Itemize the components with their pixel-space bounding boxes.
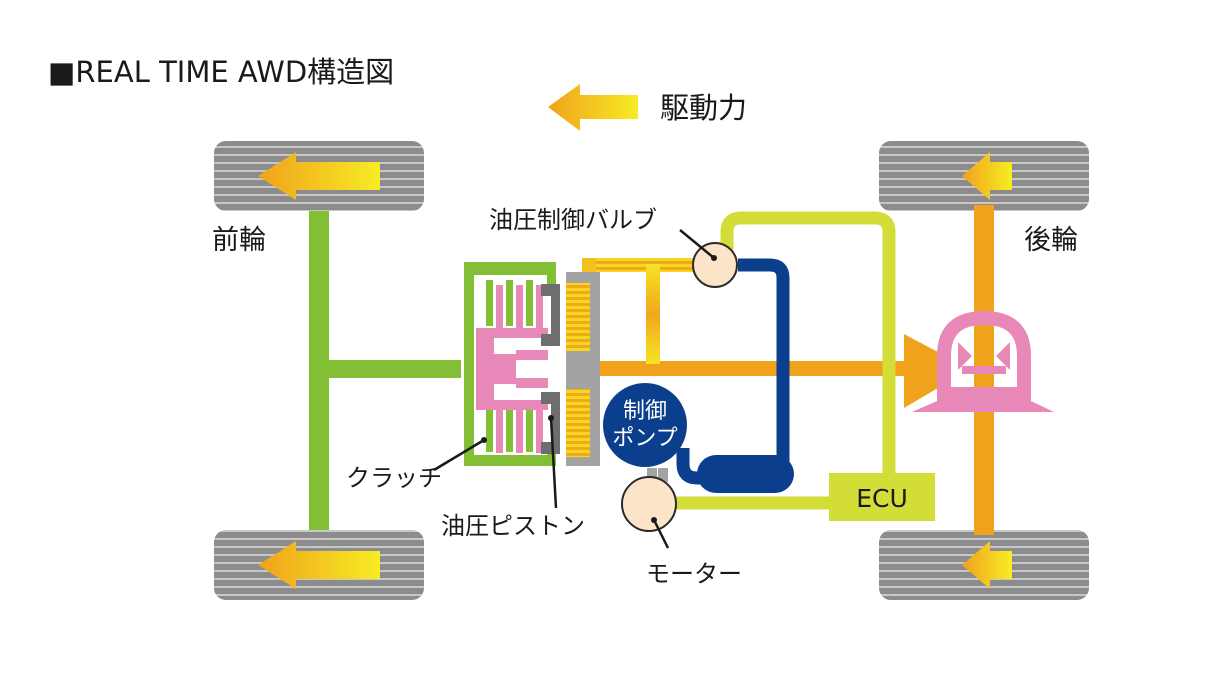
front-drivetrain <box>309 205 461 537</box>
control-pump: 制御 ポンプ <box>603 383 687 467</box>
hydraulic-lines <box>582 258 712 364</box>
rear-right-arrow-icon <box>962 541 1012 589</box>
clutch-hub <box>476 285 548 453</box>
legend-arrow-icon <box>548 84 638 131</box>
motor <box>621 476 677 549</box>
clutch-label: クラッチ <box>346 464 442 492</box>
legend-label: 駆動力 <box>660 91 747 125</box>
propeller-shaft <box>598 361 910 376</box>
front-left-arrow-icon <box>258 152 380 200</box>
rear-wheels-label: 後輪 <box>1024 225 1078 256</box>
drive-force-legend: 駆動力 <box>548 84 747 131</box>
motor-label: モーター <box>646 560 742 588</box>
front-right-wheel <box>214 530 424 600</box>
rear-left-arrow-icon <box>962 152 1012 200</box>
front-wheels-label: 前輪 <box>212 225 266 256</box>
piston-leader-line <box>549 417 558 509</box>
front-left-wheel <box>214 141 424 211</box>
ecu-unit: ECU <box>829 473 935 521</box>
front-right-arrow-icon <box>258 541 380 589</box>
ecu-wiring <box>669 211 896 510</box>
front-transfer-shaft <box>329 360 461 378</box>
page-title: ■REAL TIME AWD構造図 <box>48 55 394 89</box>
pump-label-line2: ポンプ <box>612 426 677 451</box>
pump-motor-link <box>647 468 657 482</box>
return-line <box>676 258 790 485</box>
valve-label: 油圧制御バルブ <box>489 206 657 234</box>
pump-label-line1: 制御 <box>623 399 667 424</box>
clutch-leader-line <box>433 438 485 472</box>
hydraulic-valve <box>679 229 738 288</box>
hydraulic-piston <box>541 272 600 466</box>
ecu-label: ECU <box>856 484 908 513</box>
rear-differential <box>912 310 1054 412</box>
piston-label: 油圧ピストン <box>441 512 585 540</box>
front-axle-shaft <box>309 205 329 537</box>
pinion-gear <box>904 334 938 408</box>
reservoir-tank <box>697 455 794 493</box>
motor-link <box>658 468 668 482</box>
